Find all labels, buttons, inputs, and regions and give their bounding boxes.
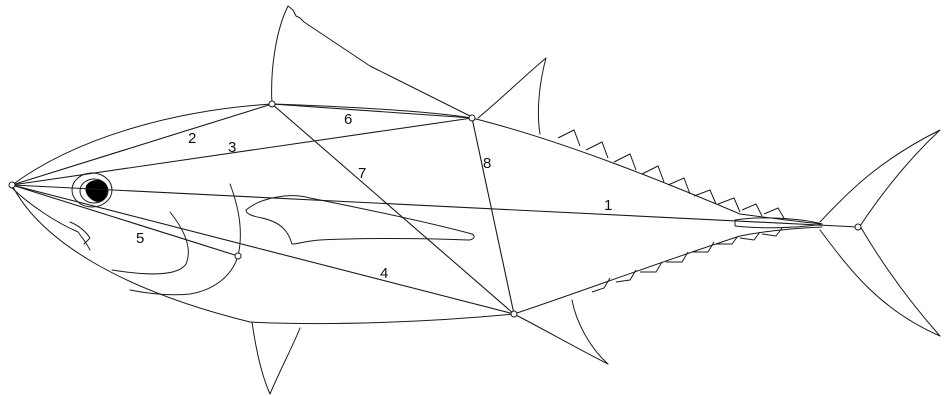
ventral-finlets: [592, 228, 782, 292]
measure-line-4: [12, 185, 514, 314]
landmark-operculum: [235, 253, 241, 259]
caudal-fin: [820, 130, 940, 336]
label-4: 4: [380, 265, 388, 282]
measurement-lines: [12, 104, 858, 314]
landmark-snout-tip: [9, 182, 15, 188]
label-2: 2: [188, 130, 196, 147]
landmark-first-dorsal-origin: [269, 101, 275, 107]
label-1: 1: [604, 197, 612, 214]
landmark-anal-origin: [511, 311, 517, 317]
measure-line-3: [12, 118, 472, 185]
maxilla: [70, 222, 90, 244]
label-3: 3: [228, 139, 236, 156]
measure-line-5: [12, 185, 238, 256]
eye-pupil: [85, 180, 107, 202]
landmark-second-dorsal-origin: [469, 115, 475, 121]
label-8: 8: [483, 155, 491, 172]
label-5: 5: [136, 230, 144, 247]
first-dorsal-fin: [272, 6, 474, 118]
pelvic-fin: [252, 322, 300, 394]
label-6: 6: [344, 111, 352, 128]
measurement-labels: 1 2 3 4 5 6 7 8: [136, 111, 612, 282]
measure-line-8: [472, 118, 514, 314]
label-7: 7: [358, 165, 366, 182]
measure-line-1: [12, 185, 858, 227]
dorsal-finlets: [558, 130, 784, 218]
body-ventral-outline: [12, 185, 822, 324]
preoperculum-edge: [112, 212, 188, 274]
measure-line-6: [272, 104, 472, 118]
body-dorsal-outline: [12, 104, 822, 224]
landmark-caudal-fork: [855, 224, 861, 230]
pectoral-fin: [246, 196, 474, 244]
